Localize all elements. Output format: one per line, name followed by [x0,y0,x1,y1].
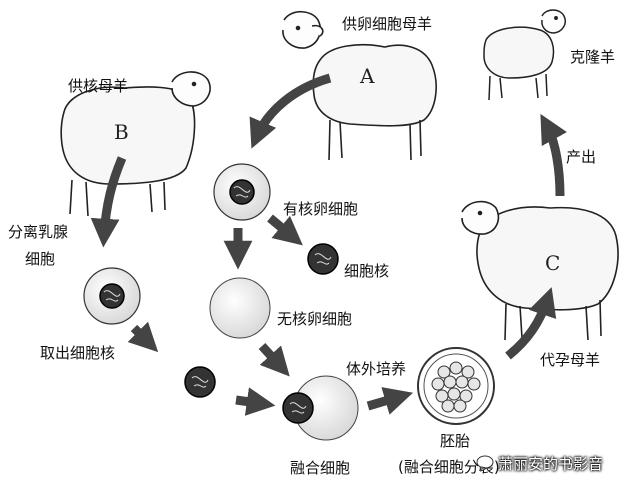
sheep-a [282,10,437,161]
label-birth: 产出 [566,148,597,166]
free-nucleus [307,243,339,275]
label-cells: 细胞 [25,250,56,268]
cloned-sheep [483,9,566,101]
label-embryo-note: (融合细胞分裂) [398,458,500,476]
label-extract-nucleus: 取出细胞核 [40,344,116,362]
arrow-fused-to-embryo [366,387,414,415]
arrow-egg-to-nucleus [267,214,303,246]
fused-cell [282,375,359,441]
label-fused-cell: 融合细胞 [290,459,351,477]
label-enucleated-egg: 无核卵细胞 [277,310,353,328]
label-separate-mammary: 分离乳腺 [8,223,69,241]
arrow-b-to-cell [90,156,127,248]
letter-b: B [114,120,129,144]
embryo [417,347,495,425]
arrow-cell-to-nucleus [127,321,159,353]
arrow-nucleus-to-fused [235,387,276,416]
watermark: 萧丽安的书影音 [476,455,603,474]
label-cell-nucleus: 细胞核 [344,262,390,280]
arrows [90,73,567,416]
label-surrogate-ewe: 代孕母羊 [540,351,601,369]
sheep-b [60,71,211,217]
sheep-c [461,200,619,341]
arrow-embryo-to-c [505,287,557,360]
arrow-a-to-egg [249,73,332,149]
watermark-text: 萧丽安的书影音 [498,455,604,473]
label-embryo: 胚胎 [440,432,471,450]
enucleated-egg [209,277,271,339]
egg-with-nucleus [213,163,271,221]
arrow-enucleated-to-fused [258,342,290,377]
extracted-nucleus [184,366,216,398]
label-nucleus-donor-ewe: 供核母羊 [68,77,129,95]
label-in-vitro-culture: 体外培养 [346,360,407,378]
letter-a: A [360,64,375,88]
arrow-birth [540,113,567,197]
label-cloned-sheep: 克隆羊 [570,48,616,66]
mammary-cell [83,267,141,325]
label-nucleated-egg: 有核卵细胞 [283,200,359,218]
label-donor-egg-ewe: 供卵细胞母羊 [342,15,433,33]
chat-bubble-icon [476,455,494,474]
letter-c: C [545,251,561,275]
